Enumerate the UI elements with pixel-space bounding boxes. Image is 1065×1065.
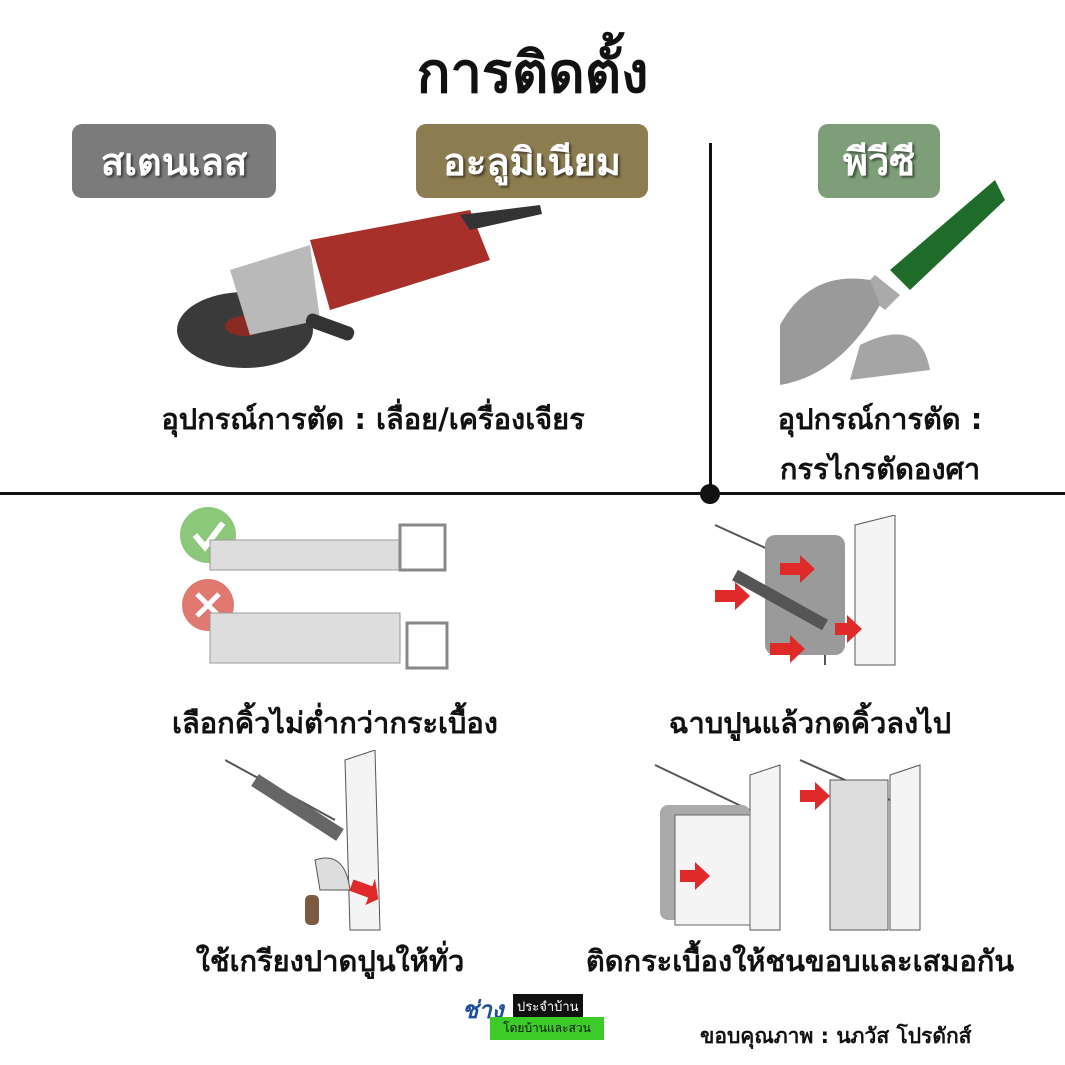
- image-credit: ขอบคุณภาพ : นภวัส โปรดักส์: [700, 1024, 972, 1048]
- badge-aluminium: อะลูมิเนียม: [416, 124, 648, 198]
- logo-sub1: ประจำบ้าน: [512, 993, 584, 1020]
- step1-trim-height-diagram: [180, 507, 449, 670]
- step2-caption: ฉาบปูนแล้วกดคิ้วลงไป: [668, 706, 952, 740]
- step3-caption: ใช้เกรียงปาดปูนให้ทั่ว: [195, 944, 465, 978]
- divider-dot: [700, 484, 720, 504]
- badge-stainless: สเตนเลส: [72, 124, 276, 198]
- vertical-divider: [709, 143, 712, 493]
- page-title: การติดตั้ง: [416, 41, 649, 106]
- step3-trowel-diagram: [225, 750, 381, 931]
- step4-tile-install-diagram: [654, 759, 921, 931]
- angle-grinder-image: [177, 205, 542, 368]
- step1-caption: เลือกคิ้วไม่ต่ำกว่ากระเบื้อง: [172, 706, 498, 740]
- pvc-tool-caption-line2: กรรไกรตัดองศา: [779, 452, 981, 486]
- miter-shears-image: [780, 180, 1005, 385]
- logo: ช่าง ประจำบ้าน โดยบ้านและสวน: [462, 990, 604, 1040]
- badge-pvc: พีวีซี: [818, 124, 940, 198]
- horizontal-divider: [0, 492, 1065, 495]
- step4-caption: ติดกระเบื้องให้ชนขอบและเสมอกัน: [585, 944, 1015, 978]
- pvc-tool-caption-line1: อุปกรณ์การตัด :: [777, 402, 983, 436]
- step2-press-trim-diagram: [714, 515, 896, 666]
- logo-sub2: โดยบ้านและสวน: [490, 1017, 604, 1040]
- metal-tool-caption: อุปกรณ์การตัด : เลื่อย/เครื่องเจียร: [161, 402, 585, 436]
